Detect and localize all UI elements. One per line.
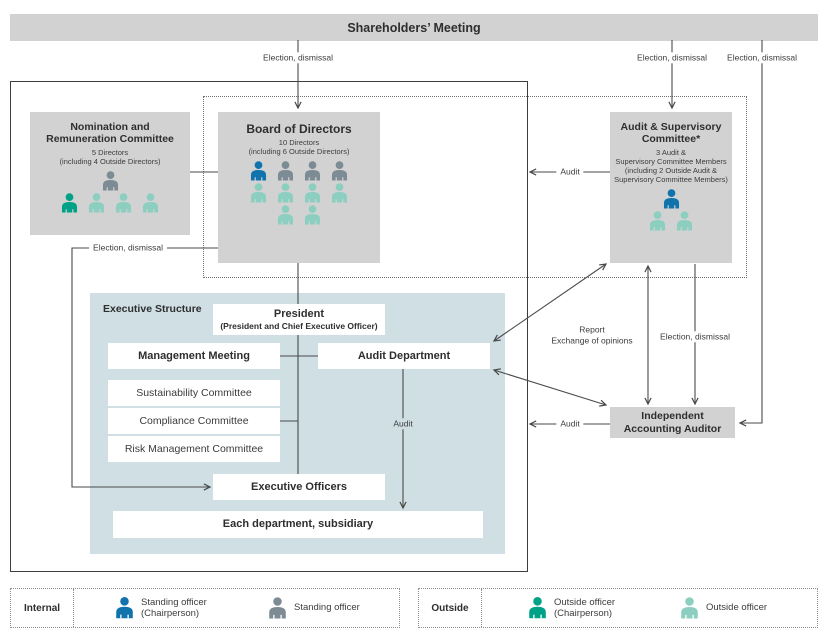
person-icon-outside [142, 192, 159, 213]
person-icon-row [30, 192, 190, 213]
person-icon-outside [331, 183, 348, 203]
person-icon-row [610, 188, 732, 209]
person-icon-row [218, 161, 380, 181]
person-icon-outside [250, 183, 267, 203]
line-shareholders-to-auditor [740, 40, 763, 423]
standing-officer-icon [267, 597, 288, 619]
person-icon-standing [331, 161, 348, 181]
person-icon-outside [277, 205, 294, 225]
asc-subtitle: 3 Audit & Supervisory Committee Members … [614, 147, 728, 184]
person-icon-row [218, 183, 380, 203]
outside-officer-icon [679, 597, 700, 619]
person-icon-outside_chair [61, 192, 78, 213]
person-icon-outside [304, 183, 321, 203]
label-election-dismissal-auditor-top: Election, dismissal [723, 52, 801, 64]
nomination-subtitle: 5 Directors (including 4 Outside Directo… [59, 147, 161, 166]
executive-officers-box: Executive Officers [213, 474, 385, 500]
person-icon-standing [277, 161, 294, 181]
label-election-dismissal-board: Election, dismissal [259, 52, 337, 64]
independent-accounting-auditor-box: Independent Accounting Auditor [610, 407, 735, 438]
label-audit-department-down: Audit [389, 418, 417, 430]
person-icon-outside_chair [529, 597, 546, 619]
person-icon-outside [115, 192, 132, 213]
label-election-dismissal-left: Election, dismissal [89, 242, 167, 254]
president-box: President (President and Chief Executive… [213, 304, 385, 335]
label-audit-auditor: Audit [556, 418, 584, 430]
board-member-icons [218, 161, 380, 225]
legend-item-outside-chairperson: Outside officer (Chairperson) [527, 597, 615, 619]
line-auditdept-auditor-diagonal [494, 370, 606, 405]
legend-item-outside-officer: Outside officer [679, 597, 767, 619]
person-icon-standing [102, 170, 118, 191]
person-icon-standing [269, 597, 286, 619]
compliance-committee-box: Compliance Committee [108, 408, 280, 434]
legend-outside-separator [481, 589, 482, 627]
person-icon-row [30, 170, 190, 191]
standing-officer-chairperson-icon [114, 597, 135, 619]
sustainability-committee-box: Sustainability Committee [108, 380, 280, 406]
label-election-dismissal-auditor: Election, dismissal [656, 331, 734, 343]
legend-outside-label: Outside [431, 602, 469, 614]
audit-department-box: Audit Department [318, 343, 490, 369]
asc-title: Audit & Supervisory Committee* [620, 121, 722, 146]
directors-dotted-frame [203, 96, 747, 278]
shareholders-meeting-title: Shareholders’ Meeting [347, 20, 481, 35]
board-of-directors-box: Board of Directors 10 Directors (includi… [218, 112, 380, 263]
audit-supervisory-committee-box: Audit & Supervisory Committee* 3 Audit &… [610, 112, 732, 263]
label-election-dismissal-asc: Election, dismissal [633, 52, 711, 64]
person-icon-standing [304, 161, 321, 181]
person-icon-standing_chair [663, 188, 679, 209]
management-meeting-box: Management Meeting [108, 343, 280, 369]
auditor-title: Independent Accounting Auditor [623, 409, 722, 435]
board-subtitle: 10 Directors (including 6 Outside Direct… [248, 138, 350, 157]
legend-outside: Outside Outside officer (Chairperson) Ou… [418, 588, 818, 628]
label-audit-asc: Audit [556, 166, 584, 178]
nomination-title: Nomination and Remuneration Committee [46, 121, 174, 146]
legend-item-standing-officer: Standing officer [267, 597, 360, 619]
person-icon-row [610, 210, 732, 231]
person-icon-row [218, 205, 380, 225]
shareholders-meeting-box: Shareholders’ Meeting [10, 14, 818, 41]
each-department-subsidiary-box: Each department, subsidiary [113, 511, 483, 538]
legend-internal: Internal Standing officer (Chairperson) … [10, 588, 400, 628]
legend-item-standing-chairperson: Standing officer (Chairperson) [114, 597, 207, 619]
board-title: Board of Directors [246, 122, 352, 136]
person-icon-outside [277, 183, 294, 203]
person-icon-standing_chair [250, 161, 267, 181]
person-icon-outside [649, 210, 666, 231]
executive-structure-label: Executive Structure [103, 303, 202, 315]
label-report-exchange: Report Exchange of opinions [547, 324, 637, 348]
nomination-remuneration-committee-box: Nomination and Remuneration Committee 5 … [30, 112, 190, 235]
outside-officer-chairperson-icon [527, 597, 548, 619]
legend-internal-separator [73, 589, 74, 627]
nomination-member-icons [30, 170, 190, 213]
risk-management-committee-box: Risk Management Committee [108, 436, 280, 462]
line-auditdept-asc-diagonal [494, 264, 606, 341]
person-icon-outside [681, 597, 698, 619]
person-icon-outside [304, 205, 321, 225]
person-icon-standing_chair [116, 597, 133, 619]
legend-internal-label: Internal [23, 602, 61, 614]
asc-member-icons [610, 188, 732, 231]
person-icon-outside [88, 192, 105, 213]
person-icon-outside [676, 210, 693, 231]
